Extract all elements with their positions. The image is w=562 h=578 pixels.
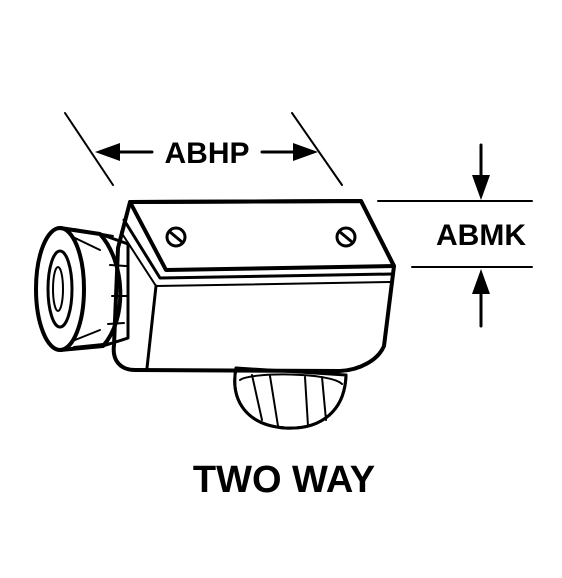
abmk-arrowhead-bottom [472, 269, 490, 294]
abhp-label: ABHP [164, 137, 249, 170]
connector-body [111, 199, 396, 373]
abhp-extension-left [64, 112, 114, 186]
screw-icon [165, 226, 187, 248]
side-nut-face [34, 226, 86, 352]
abmk-dimension: ABMK [377, 143, 533, 328]
abhp-dimension: ABHP [64, 112, 343, 186]
side-nut [34, 226, 130, 352]
bottom-outlet-nut [233, 366, 348, 430]
abhp-arrowhead-right [293, 143, 318, 161]
cover-plate [128, 199, 396, 272]
abhp-extension-right [291, 112, 343, 186]
screw-icon [335, 226, 357, 248]
abmk-arrowhead-top [472, 175, 490, 200]
side-nut-opening [46, 249, 74, 329]
abhp-arrowhead-left [95, 143, 120, 161]
abmk-label: ABMK [436, 219, 526, 252]
diagram-caption: TWO WAY [193, 459, 375, 501]
